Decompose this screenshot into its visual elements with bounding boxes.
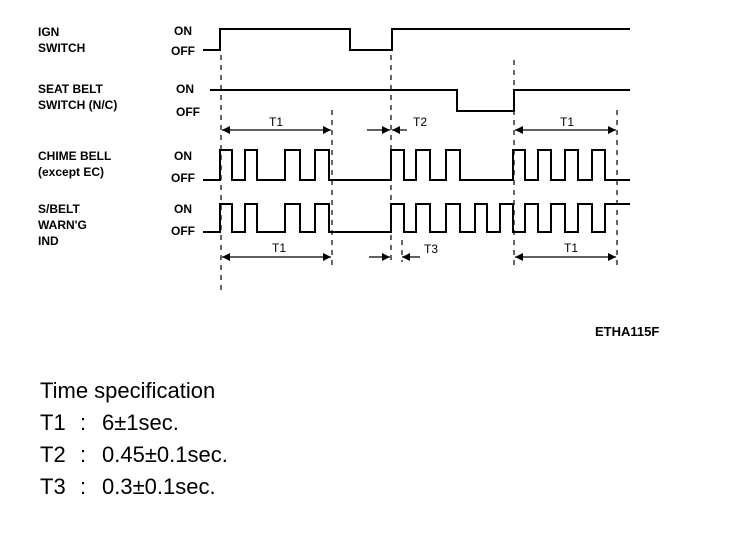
spec-value: 0.3±0.1sec. bbox=[102, 474, 216, 499]
ign-switch-label-line2: SWITCH bbox=[38, 41, 85, 55]
timing-diagram: IGN SWITCH SEAT BELT SWITCH (N/C) CHIME … bbox=[38, 24, 659, 339]
indicator-waveform bbox=[203, 203, 630, 233]
t1b-label-indicator: T1 bbox=[564, 241, 578, 255]
seatbelt-switch-label-line2: SWITCH (N/C) bbox=[38, 98, 117, 112]
spec-row-t2: T2:0.45±0.1sec. bbox=[40, 439, 228, 471]
seatbelt-switch-waveform bbox=[210, 89, 630, 112]
indicator-on-label: ON bbox=[174, 202, 192, 216]
t2-label: T2 bbox=[413, 115, 427, 129]
ign-switch-waveform bbox=[203, 28, 630, 51]
indicator-label-line2: WARN'G bbox=[38, 218, 87, 232]
chime-bell-label-line1: CHIME BELL bbox=[38, 149, 111, 163]
t2-dimension-seatbelt bbox=[367, 126, 407, 134]
seatbelt-off-label: OFF bbox=[176, 105, 200, 119]
spec-row-t3: T3:0.3±0.1sec. bbox=[40, 471, 228, 503]
t1-label-indicator: T1 bbox=[272, 241, 286, 255]
seatbelt-on-label: ON bbox=[176, 82, 194, 96]
spec-sep: : bbox=[80, 442, 87, 467]
indicator-label-line3: IND bbox=[38, 234, 59, 248]
spec-sep: : bbox=[80, 474, 87, 499]
t3-dimension-indicator bbox=[369, 253, 420, 261]
t1b-dimension-seatbelt bbox=[515, 126, 616, 134]
t3-label: T3 bbox=[424, 242, 438, 256]
t1b-label-seatbelt: T1 bbox=[560, 115, 574, 129]
spec-title: Time specification bbox=[40, 378, 216, 403]
indicator-off-label: OFF bbox=[171, 224, 195, 238]
indicator-label-line1: S/BELT bbox=[38, 202, 80, 216]
ign-off-label: OFF bbox=[171, 44, 195, 58]
ign-switch-label-line1: IGN bbox=[38, 25, 59, 39]
t1-dimension-seatbelt bbox=[222, 126, 331, 134]
t1-label-seatbelt: T1 bbox=[269, 115, 283, 129]
spec-value: 0.45±0.1sec. bbox=[102, 442, 228, 467]
t1-dimension-indicator bbox=[222, 253, 331, 261]
t1b-dimension-indicator bbox=[515, 253, 616, 261]
spec-sep: : bbox=[80, 410, 87, 435]
figure-code: ETHA115F bbox=[595, 324, 659, 339]
chime-off-label: OFF bbox=[171, 171, 195, 185]
spec-key: T2 bbox=[40, 442, 66, 467]
spec-key: T3 bbox=[40, 474, 66, 499]
spec-key: T1 bbox=[40, 410, 66, 435]
spec-row-t1: T1:6±1sec. bbox=[40, 407, 228, 439]
chime-bell-label-line2: (except EC) bbox=[38, 165, 104, 179]
time-specification: Time specification T1:6±1sec. T2:0.45±0.… bbox=[40, 375, 228, 503]
chime-on-label: ON bbox=[174, 149, 192, 163]
spec-value: 6±1sec. bbox=[102, 410, 179, 435]
ign-on-label: ON bbox=[174, 24, 192, 38]
seatbelt-switch-label-line1: SEAT BELT bbox=[38, 82, 104, 96]
chime-bell-waveform bbox=[203, 149, 630, 181]
